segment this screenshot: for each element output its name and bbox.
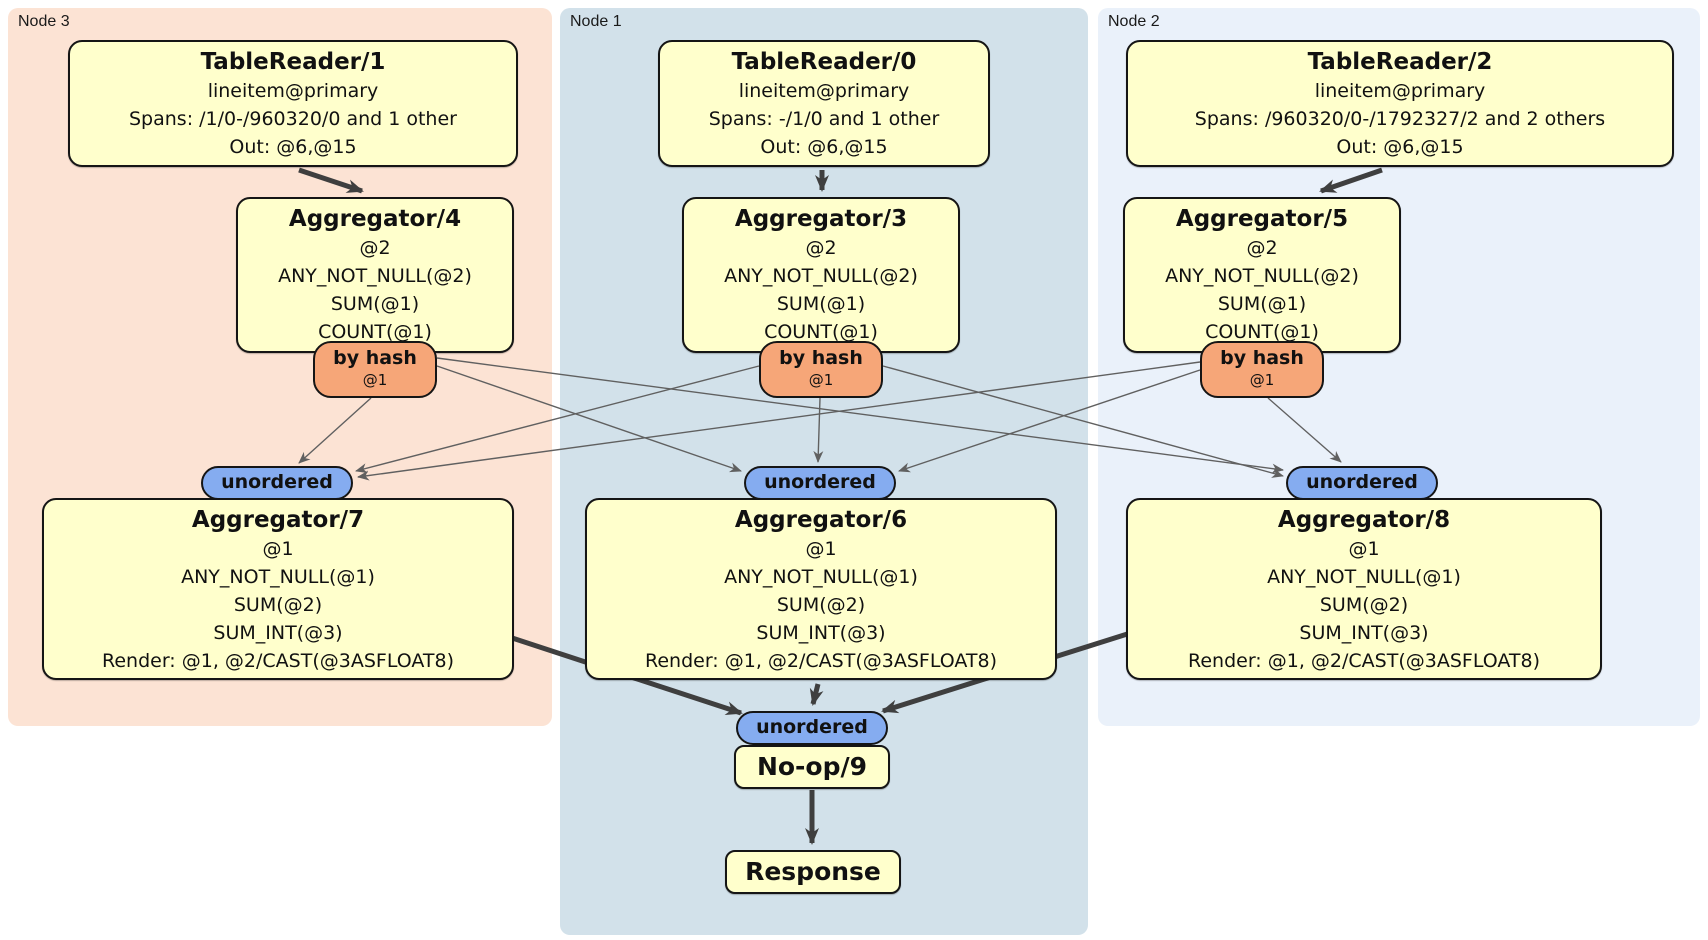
router-detail: @1 (362, 371, 388, 389)
processor-spans: Spans: -/1/0 and 1 other (708, 108, 940, 130)
processor-tablereader-2: TableReader/2 lineitem@primary Spans: /9… (1126, 40, 1674, 167)
processor-index: lineitem@primary (1314, 80, 1486, 102)
edge-router-left-to-sync-left (298, 397, 372, 464)
agg-group-cols: @2 (805, 237, 837, 259)
processor-title: Aggregator/4 (288, 206, 462, 232)
agg-fn: ANY_NOT_NULL(@2) (278, 265, 472, 287)
agg-group-cols: @2 (359, 237, 391, 259)
edge-router-left-to-sync-center (436, 365, 742, 473)
processor-index: lineitem@primary (207, 80, 379, 102)
agg-fn: SUM(@1) (330, 293, 420, 315)
processor-title: Aggregator/7 (191, 507, 365, 533)
edge-router-center-to-sync-center (813, 397, 824, 463)
edge-agg6-to-final-sync (809, 683, 824, 706)
agg-fn: SUM(@1) (776, 293, 866, 315)
agg-fn: SUM(@2) (233, 594, 323, 616)
edge-router-right-to-sync-left (357, 361, 1201, 481)
processor-aggregator-6: Aggregator/6 @1 ANY_NOT_NULL(@1) SUM(@2)… (585, 498, 1057, 680)
hash-router-right: by hash @1 (1200, 341, 1324, 398)
agg-fn: ANY_NOT_NULL(@1) (181, 566, 375, 588)
agg-group-cols: @1 (805, 538, 837, 560)
processor-tablereader-1: TableReader/1 lineitem@primary Spans: /1… (68, 40, 518, 167)
router-label: by hash (1220, 347, 1304, 369)
sync-unordered-left: unordered (201, 466, 353, 500)
processor-index: lineitem@primary (738, 80, 910, 102)
router-detail: @1 (808, 371, 834, 389)
agg-render: Render: @1, @2/CAST(@3ASFLOAT8) (645, 650, 997, 672)
agg-group-cols: @1 (1348, 538, 1380, 560)
processor-spans: Spans: /960320/0-/1792327/2 and 2 others (1194, 108, 1606, 130)
agg-fn: ANY_NOT_NULL(@2) (1165, 265, 1359, 287)
processor-title: TableReader/2 (1307, 49, 1493, 75)
edge-router-left-to-sync-right (436, 357, 1284, 474)
sync-unordered-right: unordered (1286, 466, 1438, 500)
agg-fn: SUM_INT(@3) (1299, 622, 1429, 644)
agg-group-cols: @1 (262, 538, 294, 560)
processor-title: Aggregator/8 (1277, 507, 1451, 533)
agg-fn: ANY_NOT_NULL(@2) (724, 265, 918, 287)
agg-fn: SUM(@1) (1217, 293, 1307, 315)
processor-out: Out: @6,@15 (229, 136, 357, 158)
agg-render: Render: @1, @2/CAST(@3ASFLOAT8) (1188, 650, 1540, 672)
processor-aggregator-8: Aggregator/8 @1 ANY_NOT_NULL(@1) SUM(@2)… (1126, 498, 1602, 680)
processor-out: Out: @6,@15 (1336, 136, 1464, 158)
agg-fn: ANY_NOT_NULL(@1) (1267, 566, 1461, 588)
node-panel-3-label: Node 3 (18, 13, 70, 30)
hash-router-left: by hash @1 (313, 341, 437, 398)
agg-fn: SUM(@2) (776, 594, 866, 616)
hash-router-center: by hash @1 (759, 341, 883, 398)
edge-router-right-to-sync-center (898, 369, 1201, 473)
node-panel-1-label: Node 1 (570, 13, 622, 30)
edge-tr1-to-agg4 (298, 167, 364, 194)
processor-title: TableReader/1 (200, 49, 386, 75)
edge-router-right-to-sync-right (1267, 397, 1342, 463)
processor-response: Response (725, 850, 901, 894)
edge-router-center-to-sync-left (355, 365, 760, 474)
processor-title: Aggregator/6 (734, 507, 908, 533)
router-label: by hash (779, 347, 863, 369)
agg-fn: ANY_NOT_NULL(@1) (724, 566, 918, 588)
agg-group-cols: @2 (1246, 237, 1278, 259)
processor-title: No-op/9 (756, 752, 868, 781)
router-label: by hash (333, 347, 417, 369)
processor-aggregator-3: Aggregator/3 @2 ANY_NOT_NULL(@2) SUM(@1)… (682, 197, 960, 353)
agg-fn: SUM(@2) (1319, 594, 1409, 616)
router-detail: @1 (1249, 371, 1275, 389)
processor-aggregator-4: Aggregator/4 @2 ANY_NOT_NULL(@2) SUM(@1)… (236, 197, 514, 353)
processor-noop: No-op/9 (734, 745, 890, 789)
agg-fn: SUM_INT(@3) (213, 622, 343, 644)
node-panel-2-label: Node 2 (1108, 13, 1160, 30)
processor-spans: Spans: /1/0-/960320/0 and 1 other (129, 108, 457, 130)
processor-title: TableReader/0 (731, 49, 917, 75)
edge-router-center-to-sync-right (882, 365, 1284, 478)
agg-fn: SUM_INT(@3) (756, 622, 886, 644)
processor-title: Response (745, 857, 881, 886)
processor-out: Out: @6,@15 (760, 136, 888, 158)
agg-fn: COUNT(@1) (1205, 321, 1319, 343)
processor-aggregator-5: Aggregator/5 @2 ANY_NOT_NULL(@2) SUM(@1)… (1123, 197, 1401, 353)
processor-title: Aggregator/3 (734, 206, 908, 232)
agg-fn: COUNT(@1) (764, 321, 878, 343)
agg-render: Render: @1, @2/CAST(@3ASFLOAT8) (102, 650, 454, 672)
sync-unordered-final: unordered (736, 711, 888, 745)
processor-title: Aggregator/5 (1175, 206, 1349, 232)
processor-aggregator-7: Aggregator/7 @1 ANY_NOT_NULL(@1) SUM(@2)… (42, 498, 514, 680)
sync-unordered-center: unordered (744, 466, 896, 500)
agg-fn: COUNT(@1) (318, 321, 432, 343)
edge-tr2-to-agg5 (1319, 167, 1383, 194)
processor-tablereader-0: TableReader/0 lineitem@primary Spans: -/… (658, 40, 990, 167)
